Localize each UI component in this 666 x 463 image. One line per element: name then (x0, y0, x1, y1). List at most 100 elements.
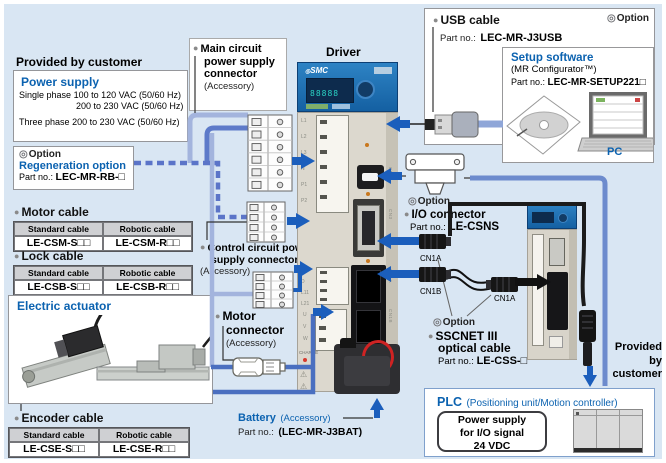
terminal-N: N (301, 166, 305, 172)
driver-main-power-connector (316, 115, 349, 213)
driver-seven-segment-display: 88888 (306, 78, 354, 103)
driver-display-panel: ◎SMC 88888 (297, 62, 398, 112)
cn1a2-label: CN1A (494, 294, 516, 303)
usb-cable-part: Part no.: LEC-MR-J3USB (440, 32, 563, 44)
bullet-icon: ● (215, 311, 221, 321)
option-ring-icon: ◎ (433, 317, 442, 328)
plc-illustration (573, 409, 643, 453)
encoder-cable-table: Standard cable Robotic cable LE-CSE-S□□ … (8, 427, 190, 458)
motor-cable-hdr-robotic: Robotic cable (103, 222, 192, 236)
motor-connector-drawing (232, 357, 286, 377)
terminal-P2: P2 (301, 198, 308, 204)
cn5-side-label: CN5 (388, 167, 393, 178)
warning-icons: ⚠⚠ (300, 370, 308, 391)
bullet-icon: ● (428, 330, 434, 341)
lock-cable-standard-part: LE-CSB-S□□ (14, 280, 103, 295)
lock-cable-label: ●Lock cable (14, 249, 84, 263)
electric-actuator-title: Electric actuator (17, 299, 112, 313)
bullet-icon: ● (404, 209, 410, 219)
provided-by-customer-heading: Provided by customer (16, 55, 143, 69)
cd-and-pc-illustration (506, 92, 653, 155)
provided-by-customer-right: Provided by customer (612, 341, 662, 380)
electric-actuator-box: Electric actuator (8, 295, 213, 404)
setup-software-title: Setup software (511, 52, 594, 64)
power-supply-box: Power supply Single phase 100 to 120 VAC… (13, 70, 188, 142)
bullet-icon: ● (14, 207, 20, 217)
smc-logo: ◎SMC (305, 66, 329, 75)
battery-label: Battery (Accessory) Part no.: (LEC-MR-J3… (238, 412, 363, 438)
terminal-U: U (303, 312, 307, 318)
terminal-L3: L3 (301, 150, 307, 156)
electric-actuator-illustration (21, 315, 212, 388)
lock-cable-table: Standard cable Robotic cable LE-CSB-S□□ … (13, 265, 193, 296)
power-row-1: Single phase 100 to 120 VAC (50/60 Hz) (19, 90, 181, 100)
charge-led (303, 358, 307, 362)
control-circuit-label: ●Control circuit power supply connector … (200, 242, 314, 277)
control-circuit-accessory: (Accessory) (200, 266, 251, 277)
driver-button-row (332, 104, 350, 109)
cn1a-side-label: CN1A (388, 269, 393, 284)
screw-dot (366, 259, 370, 263)
sscnet-label: ◎Option ●SSCNET III optical cable Part n… (428, 317, 528, 367)
motor-connector-accessory: (Accessory) (226, 338, 277, 349)
motor-connector-label: ●Motor connector (Accessory) (215, 309, 285, 349)
terminal-V: V (303, 324, 307, 330)
regen-part: Part no.: LEC-MR-RB-□ (19, 171, 125, 183)
terminal-C: C (301, 268, 305, 274)
motor-cable-robotic-part: LE-CSM-R□□ (103, 236, 192, 251)
battery-unit (334, 338, 400, 394)
screw-dot (366, 192, 370, 196)
mid-terminal-block (246, 201, 286, 243)
terminal-L2: L2 (301, 134, 307, 140)
cn3-dsub-port (353, 199, 384, 257)
bullet-icon: ● (14, 413, 20, 423)
encoder-cable-hdr-robotic: Robotic cable (99, 428, 189, 442)
lock-cable-hdr-robotic: Robotic cable (103, 266, 192, 280)
option-ring-icon: ◎ (607, 13, 616, 24)
driver-title: Driver (326, 45, 361, 59)
charge-label: CHARGE (299, 350, 319, 355)
sscnet-drop-connector-drawing (579, 310, 596, 366)
cn1a2-connector-drawing (486, 277, 518, 292)
driver2-display-panel (527, 203, 577, 229)
plc-title-line: PLC (Positioning unit/Motion controller) (437, 395, 618, 409)
terminal-D: D (301, 279, 305, 285)
cn1b-label: CN1B (420, 287, 442, 296)
cn3-side-label: CN3 (388, 209, 393, 220)
regen-title: Regeneration option (19, 160, 126, 172)
lock-cable-robotic-part: LE-CSB-R□□ (103, 280, 192, 295)
power-row-3: Three phase 200 to 230 VAC (50/60 Hz) (19, 117, 180, 127)
power-row-2: 200 to 230 VAC (50/60 Hz) (76, 101, 184, 111)
plc-power-supply-note: Power supply for I/O signal 24 VDC (437, 411, 547, 452)
main-circuit-line2: power supply (204, 55, 275, 68)
terminal-P1: P1 (301, 182, 308, 188)
motor-cable-hdr-standard: Standard cable (14, 222, 103, 236)
lock-cable-hdr-standard: Standard cable (14, 266, 103, 280)
option-ring-icon: ◎ (19, 149, 28, 160)
cn1a-connector-drawing (419, 234, 451, 249)
pc-label: PC (607, 146, 623, 158)
main-circuit-line3: connector (204, 68, 258, 80)
encoder-cable-hdr-standard: Standard cable (9, 428, 99, 442)
terminal-L21: L21 (301, 301, 310, 307)
cn1b-connector-drawing (419, 267, 451, 282)
driver-green-label (306, 104, 328, 109)
main-circuit-accessory: (Accessory) (204, 80, 255, 92)
bullet-icon: ● (14, 251, 20, 261)
bullet-icon: ● (193, 43, 199, 53)
setup-software-part: Part no.: LEC-MR-SETUP221□ (511, 77, 646, 88)
bullet-icon: ● (200, 242, 206, 252)
cn5-mini-usb-port (357, 165, 384, 189)
encoder-cable-standard-part: LE-CSE-S□□ (9, 442, 99, 457)
screw-dot (365, 143, 369, 147)
main-circuit-label-box: ●Main circuit power supply connector (Ac… (189, 38, 287, 111)
setup-software-box: Setup software (MR Configurator™) Part n… (502, 47, 654, 163)
motor-cable-label: ●Motor cable (14, 205, 89, 219)
regen-option-line: ◎Option (19, 149, 61, 160)
io-connector-label: ◎Option ●I/O connector Part no.: LE-CSNS (404, 196, 500, 233)
option-ring-icon: ◎ (408, 196, 417, 207)
main-circuit-terminal-block (247, 114, 293, 192)
setup-software-sub: (MR Configurator™) (511, 64, 597, 75)
driver-control-power-connector (316, 267, 349, 305)
